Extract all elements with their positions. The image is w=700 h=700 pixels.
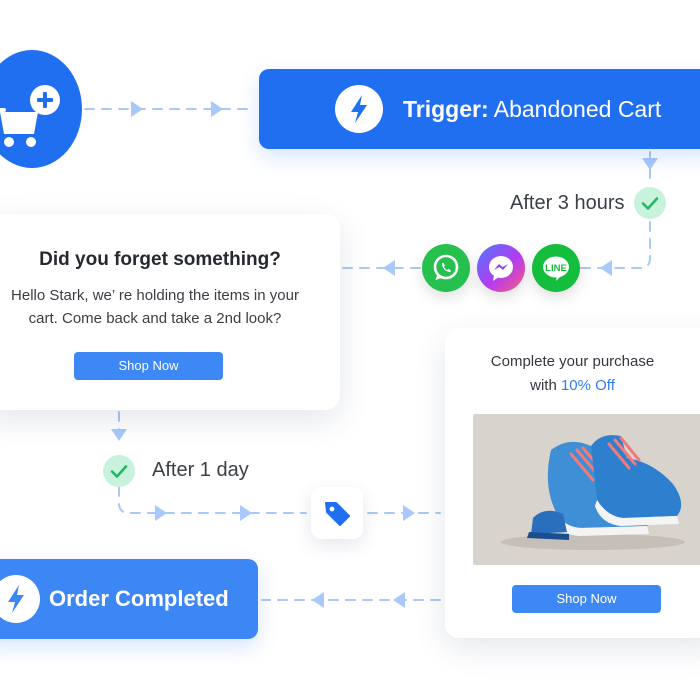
arrow-head (240, 505, 252, 521)
offer-heading-prefix: with (530, 377, 561, 394)
order-completed-label: Order Completed (49, 586, 229, 611)
arrow-head (600, 260, 612, 276)
arrow-head (642, 158, 658, 170)
line-label: LINE (545, 263, 567, 274)
arrow-head (131, 101, 143, 117)
check-icon (103, 455, 135, 487)
lightning-icon (0, 575, 40, 623)
whatsapp-icon[interactable] (422, 244, 470, 292)
arrow-head (312, 592, 324, 608)
shop-now-button[interactable]: Shop Now (512, 585, 661, 613)
sneakers-image (501, 435, 685, 550)
trigger-prefix: Trigger: (403, 96, 489, 122)
cart-plus-icon (0, 85, 60, 147)
discount-tag-node[interactable] (311, 487, 363, 539)
connector-check-to-tag (118, 486, 307, 514)
reminder-title: Did you forget something? (39, 249, 281, 270)
delay-label-second: After 1 day (152, 459, 249, 481)
offer-heading: Complete your purchase with 10% Off (445, 350, 700, 398)
order-completed-node[interactable]: Order Completed (0, 559, 258, 639)
product-image (473, 414, 700, 565)
arrow-head (383, 260, 395, 276)
arrow-head (155, 505, 167, 521)
lightning-icon (335, 85, 383, 133)
arrow-head (111, 429, 127, 441)
trigger-abandoned-cart[interactable]: Trigger: Abandoned Cart (259, 69, 700, 149)
arrow-head (403, 505, 415, 521)
offer-card: Complete your purchase with 10% Off Shop… (445, 328, 700, 638)
discount-text: 10% Off (560, 377, 615, 394)
trigger-title: Trigger: Abandoned Cart (403, 94, 661, 124)
arrow-head (211, 101, 223, 117)
offer-heading-line1: Complete your purchase (490, 353, 655, 370)
delay-label-first: After 3 hours (510, 192, 625, 214)
trigger-name: Abandoned Cart (493, 96, 662, 122)
connector-check-down (579, 221, 651, 269)
reminder-message-card: Did you forget something? Hello Stark, w… (0, 214, 340, 410)
line-icon[interactable]: LINE (532, 244, 580, 292)
check-icon (634, 187, 666, 219)
messenger-icon[interactable] (477, 244, 525, 292)
shop-now-button[interactable]: Shop Now (74, 352, 223, 380)
add-to-cart-node (0, 50, 82, 168)
offer-heading-line2: with 10% Off (445, 374, 700, 398)
arrow-head (393, 592, 405, 608)
price-tag-icon (325, 502, 350, 526)
reminder-body: Hello Stark, we’ re holding the items in… (11, 287, 299, 327)
